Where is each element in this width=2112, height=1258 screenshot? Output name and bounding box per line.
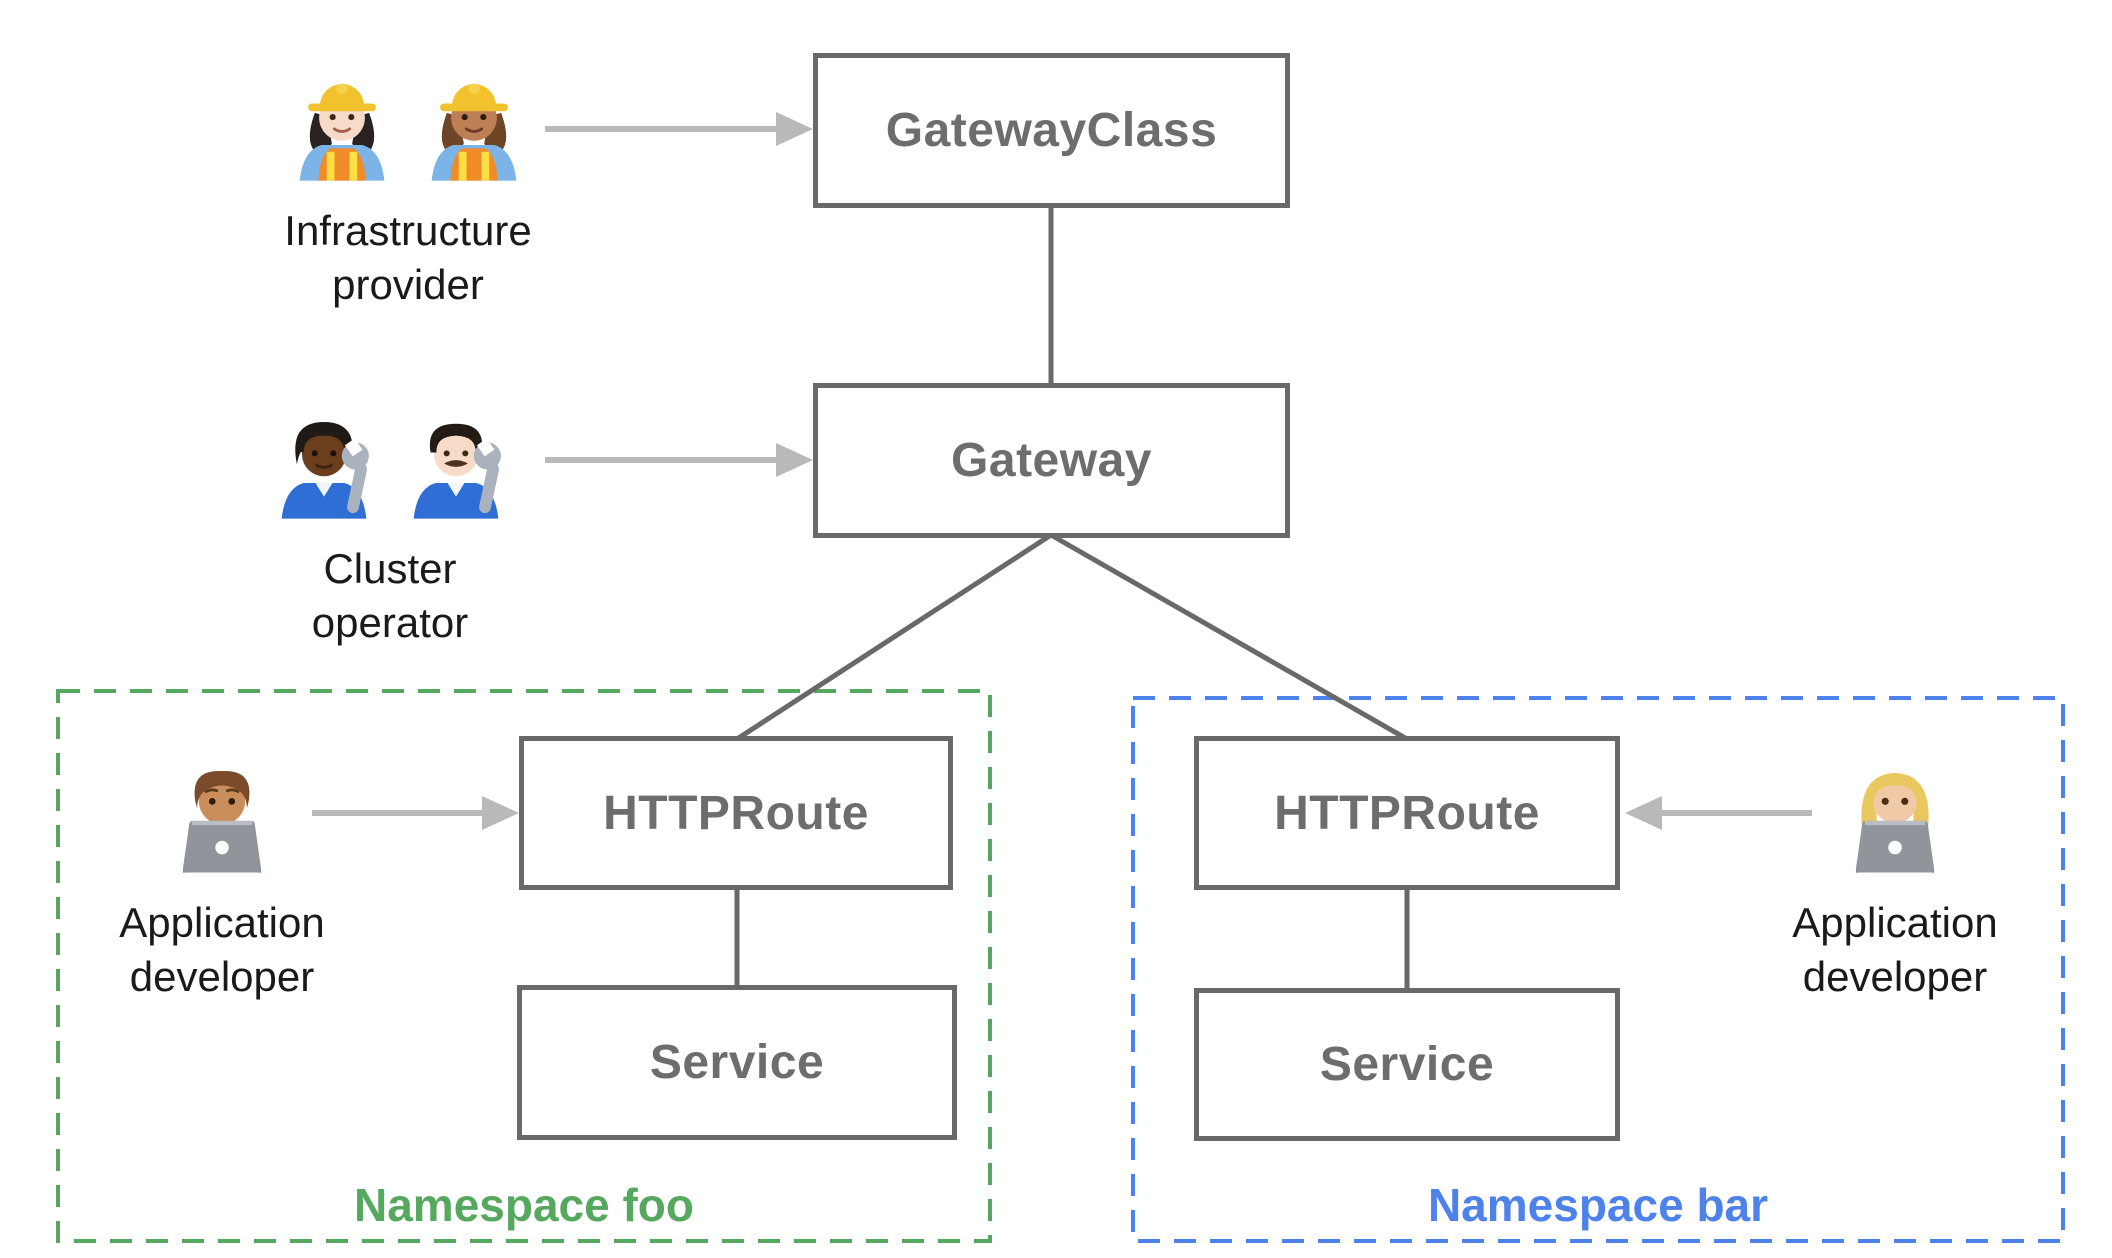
mechanic-dark-icon	[281, 422, 369, 519]
cluster-operator-label: Cluster operator	[311, 545, 469, 646]
namespace-bar-boundary	[1131, 696, 2065, 1243]
app-developer-bar-arrow	[1625, 796, 1812, 830]
httproute-bar-label: HTTPRoute	[1274, 786, 1540, 840]
infrastructure-provider-arrow	[545, 112, 813, 146]
cluster-operator-arrow	[545, 443, 813, 477]
app-developer-bar-actor: Application developer	[1765, 748, 2025, 1004]
woman-construction-worker-medium-icon	[431, 84, 517, 181]
service-foo-label: Service	[649, 1036, 825, 1089]
gateway-node: Gateway	[813, 383, 1290, 538]
app-developer-foo-arrow	[312, 796, 519, 830]
namespace-bar-label: Namespace bar	[1427, 1179, 1769, 1231]
app-developer-foo-icons	[158, 748, 286, 876]
infrastructure-provider-label: Infrastructure provider	[284, 207, 532, 308]
namespace-foo-label: Namespace foo	[353, 1179, 694, 1231]
namespace-foo-boundary	[56, 689, 992, 1243]
httproute-foo-label: HTTPRoute	[603, 786, 869, 840]
gateway-httproute-foo-connector	[735, 532, 1053, 742]
app-developer-foo-actor: Application developer	[92, 748, 352, 1004]
man-technologist-medium-icon	[182, 771, 262, 873]
woman-construction-worker-light-icon	[299, 84, 385, 181]
woman-technologist-light-icon	[1855, 772, 1935, 873]
app-developer-foo-label: Application developer	[119, 899, 325, 1000]
gatewayclass-label: GatewayClass	[885, 104, 1218, 157]
service-bar-node: Service	[1194, 988, 1620, 1141]
app-developer-bar-icons	[1831, 748, 1959, 876]
service-bar-label: Service	[1319, 1038, 1495, 1091]
man-mechanic-light-icon	[413, 423, 501, 519]
infrastructure-provider-actor: Infrastructure provider	[258, 62, 558, 312]
service-foo-node: Service	[517, 985, 957, 1140]
httproute-bar-node: HTTPRoute	[1194, 736, 1620, 890]
app-developer-bar-label: Application developer	[1792, 899, 1998, 1000]
gatewayclass-node: GatewayClass	[813, 53, 1290, 208]
cluster-operator-actor: Cluster operator	[265, 400, 515, 650]
cluster-operator-icons	[263, 400, 517, 522]
gateway-label: Gateway	[951, 434, 1152, 487]
httproute-foo-node: HTTPRoute	[519, 736, 953, 890]
infrastructure-provider-icons	[281, 62, 535, 184]
gateway-httproute-bar-connector	[1049, 532, 1409, 742]
